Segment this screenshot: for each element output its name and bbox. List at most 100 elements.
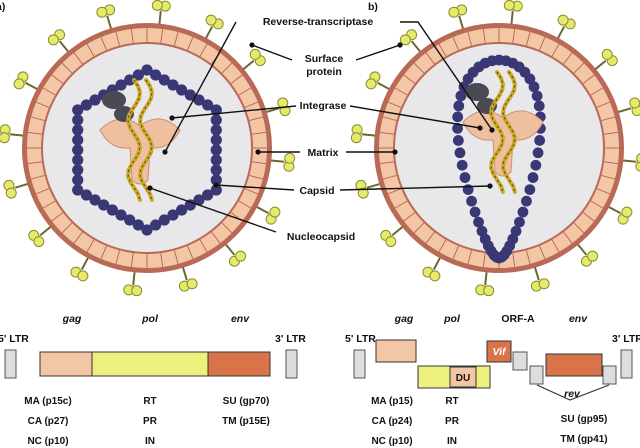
pol-protein-a-2: PR — [143, 416, 158, 427]
surface-spikes-b — [350, 0, 640, 297]
surface-protein-knob — [503, 0, 515, 11]
matrix-segment — [100, 36, 107, 51]
matrix-segment — [525, 250, 531, 265]
capsid-subunit — [72, 164, 84, 176]
capsid-subunit — [89, 94, 101, 106]
capsid-subunit — [124, 74, 136, 86]
callout-dots — [147, 42, 495, 191]
matrix-segment — [590, 200, 604, 209]
capsid-label: Capsid — [299, 185, 334, 197]
capsid-subunit — [521, 195, 532, 207]
capsid-subunit — [98, 199, 110, 211]
capsid-subunit — [473, 216, 484, 228]
matrix-segment — [551, 239, 560, 253]
surface-protein-knob — [186, 278, 198, 290]
rev-label-b: rev — [564, 388, 581, 400]
matrix-segment — [51, 74, 64, 84]
capsid-subunit — [452, 111, 464, 123]
capsid-subunit — [210, 154, 222, 166]
capsid-subunit — [72, 144, 84, 156]
matrix-segment — [61, 62, 73, 74]
capsid-subunit — [132, 219, 144, 231]
matrix-segment — [199, 239, 208, 253]
surface-protein-knob — [47, 34, 59, 46]
matrix-segment — [42, 200, 56, 209]
surface-protein-knob — [483, 285, 495, 297]
matrix-layer-a — [27, 28, 267, 268]
gag-gene-label-b: gag — [394, 313, 414, 325]
env-protein-a-1: SU (gp70) — [223, 396, 270, 407]
matrix-segment — [573, 222, 585, 234]
capsid-subunit — [72, 104, 84, 116]
capsid-subunit — [141, 224, 153, 236]
matrix-segment — [187, 245, 194, 260]
virion-b — [350, 0, 640, 297]
env-protein-a-2: TM (p15E) — [222, 416, 270, 427]
matrix-segment — [394, 200, 408, 209]
capsid-subunit — [72, 154, 84, 166]
gag-protein-a-3: NC (p10) — [27, 436, 68, 447]
ltr3-label-b: 3' LTR — [612, 333, 640, 345]
env-gene-box-a — [207, 351, 271, 377]
matrix-segment — [403, 212, 416, 222]
capsid-subunit — [141, 64, 153, 76]
capsid-subunit — [158, 214, 170, 226]
capsid-subunit — [524, 73, 536, 85]
capsid-subunit — [210, 134, 222, 146]
surface-protein-knob — [636, 153, 640, 164]
matrix-segment — [51, 212, 64, 222]
matrix-segment — [601, 174, 616, 180]
integrase-blob — [465, 83, 489, 101]
capsid-subunit — [210, 174, 222, 186]
matrix-segment — [244, 101, 259, 108]
capsid-subunit — [158, 74, 170, 86]
ltr5-label-b: 5' LTR — [345, 333, 376, 345]
virion-a — [0, 0, 296, 297]
surface-protein-knob — [151, 0, 163, 11]
capsid-subunit — [80, 99, 92, 111]
integrase-blob — [102, 91, 126, 109]
matrix-segment — [482, 28, 486, 43]
env-gene-label-a: env — [231, 313, 250, 325]
matrix-segment — [249, 116, 264, 122]
gag-protein-a-2: CA (p27) — [28, 416, 69, 427]
matrix-segment — [173, 250, 179, 265]
matrix-segment — [238, 87, 252, 96]
surface-protein-knob — [399, 34, 411, 46]
matrix-segment — [539, 36, 546, 51]
capsid-subunit — [72, 124, 84, 136]
capsid-subunit — [150, 69, 162, 81]
rev-exon2-box-b — [602, 365, 617, 385]
rna-strand-outline — [139, 79, 153, 201]
surface-protein-knob — [131, 285, 143, 297]
matrix-segment — [173, 31, 179, 46]
matrix-segment — [61, 222, 73, 234]
matrix-segment — [425, 231, 435, 244]
matrix-segment — [467, 31, 473, 46]
capsid-subunit — [184, 89, 196, 101]
matrix-layer-b — [379, 28, 619, 268]
ltr3-box-a — [285, 349, 298, 379]
matrix-segment — [438, 239, 447, 253]
matrix-segment — [73, 231, 83, 244]
orfa-box-b — [512, 351, 528, 371]
matrix-segment — [130, 253, 134, 268]
matrix-segment — [582, 212, 595, 222]
rev-splice-line — [536, 384, 610, 401]
capsid-hexagon-a — [72, 64, 222, 236]
du-label-b: DU — [456, 373, 470, 384]
surface-protein-knob — [269, 206, 281, 218]
pol-protein-b-1: RT — [445, 396, 458, 407]
env-protein-b-1: SU (gp95) — [561, 414, 608, 425]
matrix-segment — [452, 36, 459, 51]
matrix-segment — [187, 36, 194, 51]
capsid-subunit — [532, 147, 544, 159]
capsid-subunit — [210, 184, 222, 196]
gag-protein-b-3: NC (p10) — [371, 436, 412, 447]
callout-lines — [149, 21, 493, 233]
env-protein-b-2: TM (gp41) — [560, 434, 607, 445]
matrix-segment — [382, 116, 397, 122]
surface-protein-knob — [205, 14, 217, 26]
surface-protein-knob — [13, 78, 25, 90]
matrix-segment — [394, 87, 408, 96]
